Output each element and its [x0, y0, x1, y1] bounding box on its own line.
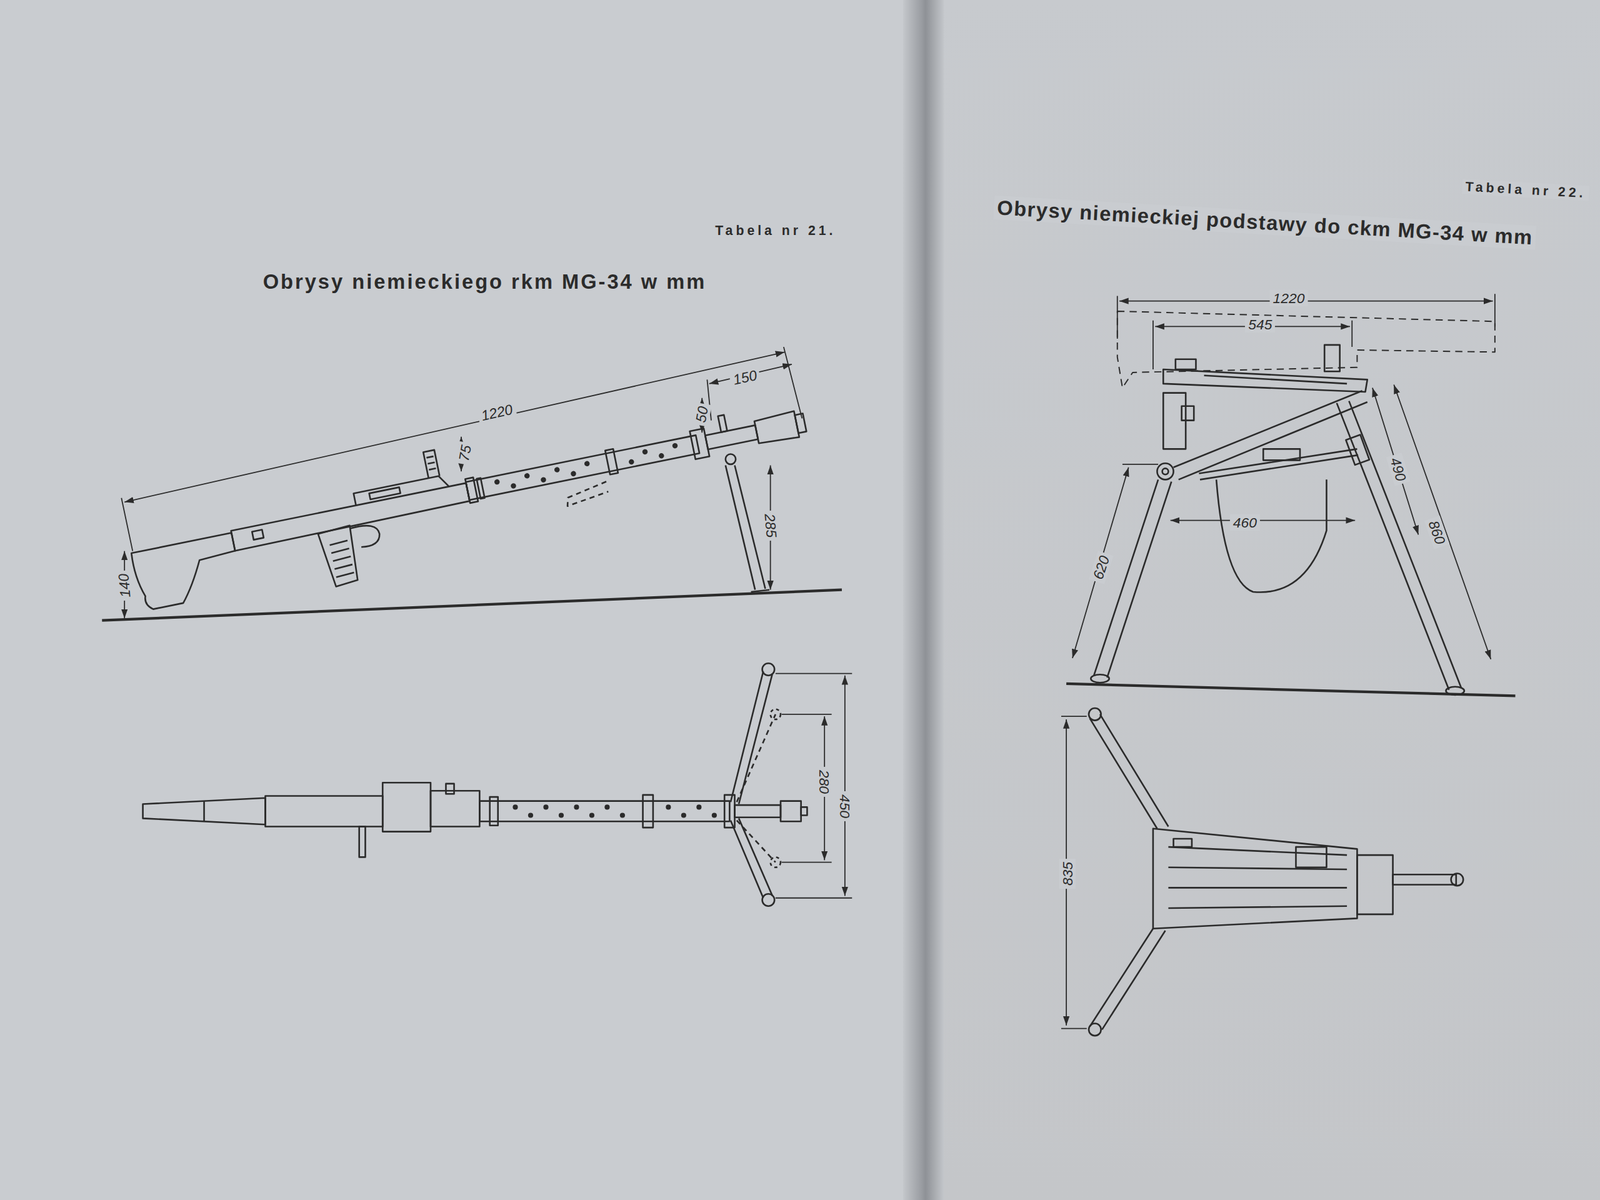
dimension-value: 545 [1245, 316, 1275, 333]
dimension-lines [121, 346, 802, 619]
book-gutter [903, 0, 944, 1200]
dimension-value: 620 [1088, 550, 1114, 585]
dimension-value: 450 [836, 791, 854, 822]
mg34-top-view [143, 663, 808, 907]
dimension-value: 490 [1385, 452, 1410, 487]
dimension-lines [775, 673, 852, 899]
dimension-value: 280 [816, 766, 833, 797]
dimension-value: 460 [1230, 514, 1260, 531]
table-number: Tabela nr 22. [1461, 178, 1590, 202]
section-heading: Obrysy niemieckiej podstawy do ckm MG-34… [993, 195, 1537, 250]
section-heading: Obrysy niemieckiego rkm MG-34 w mm [260, 270, 710, 294]
tripod-top-view [1088, 708, 1464, 1036]
tripod-side-view [1090, 311, 1495, 695]
dimension-value: 1220 [1270, 290, 1309, 307]
dimension-value: 285 [760, 510, 780, 542]
dimension-value: 75 [455, 440, 475, 465]
ground-line [101, 590, 842, 621]
dimension-value: 50 [691, 401, 712, 427]
dimension-value: 835 [1059, 858, 1076, 889]
dimension-value: 860 [1424, 515, 1450, 550]
table-number: Tabela nr 21. [711, 223, 839, 239]
dimension-value: 1220 [476, 400, 518, 425]
dimension-value: 150 [728, 366, 762, 389]
dimension-value: 140 [115, 570, 134, 602]
right-page [933, 0, 1600, 1200]
dimension-lines [1072, 293, 1495, 659]
mg34-side-view [123, 376, 819, 625]
